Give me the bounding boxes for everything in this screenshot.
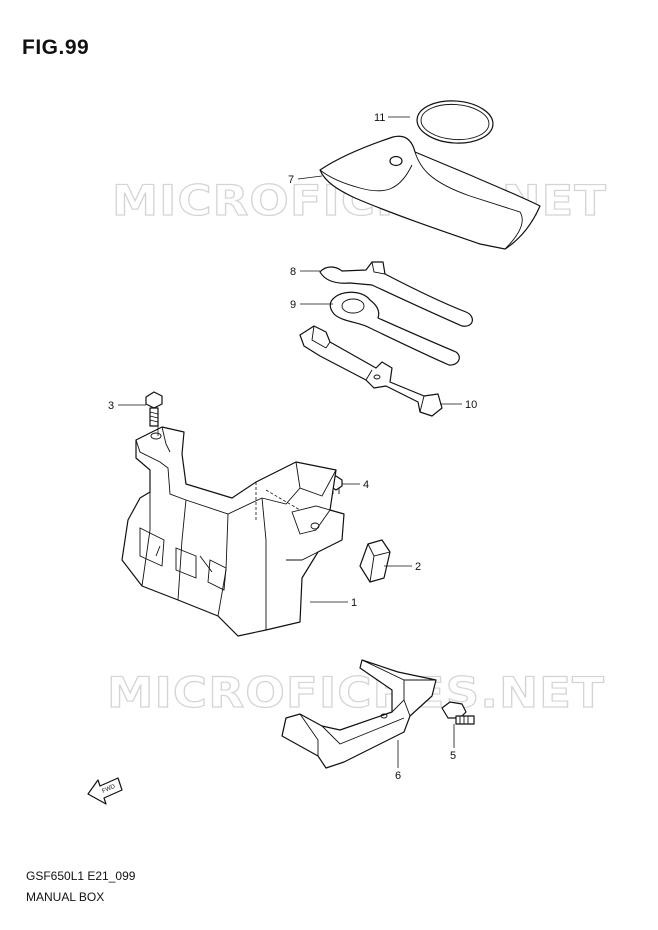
box-driver-10 xyxy=(299,325,443,417)
ring-spanner-9 xyxy=(329,291,460,366)
fwd-arrow-icon: FWD xyxy=(87,777,123,805)
watermark-bottom: MICROFICHES.NET xyxy=(107,668,605,717)
callout-3: 3 xyxy=(108,400,114,412)
callout-10: 10 xyxy=(465,399,477,411)
tool-bag-7 xyxy=(319,135,541,250)
model-code: GSF650L1 E21_099 xyxy=(26,869,136,883)
callout-1: 1 xyxy=(351,597,357,609)
callout-9: 9 xyxy=(290,299,296,311)
band-11 xyxy=(416,100,494,144)
callout-7: 7 xyxy=(288,174,294,186)
section-name: MANUAL BOX xyxy=(26,890,105,904)
callout-6: 6 xyxy=(395,770,401,782)
leader-lines xyxy=(118,116,462,768)
spanner-8 xyxy=(319,261,473,327)
callout-5: 5 xyxy=(450,750,456,762)
figure-title: FIG.99 xyxy=(22,36,90,59)
callout-11: 11 xyxy=(374,112,385,124)
callout-8: 8 xyxy=(290,266,296,278)
bolt-5 xyxy=(441,701,475,725)
callout-2: 2 xyxy=(415,561,421,573)
bracket-6 xyxy=(281,659,437,769)
fwd-label: FWD xyxy=(101,784,117,795)
cushion-2 xyxy=(359,539,391,583)
manual-box-1 xyxy=(121,426,345,637)
callout-4: 4 xyxy=(363,479,369,491)
bolt-3 xyxy=(145,391,163,427)
